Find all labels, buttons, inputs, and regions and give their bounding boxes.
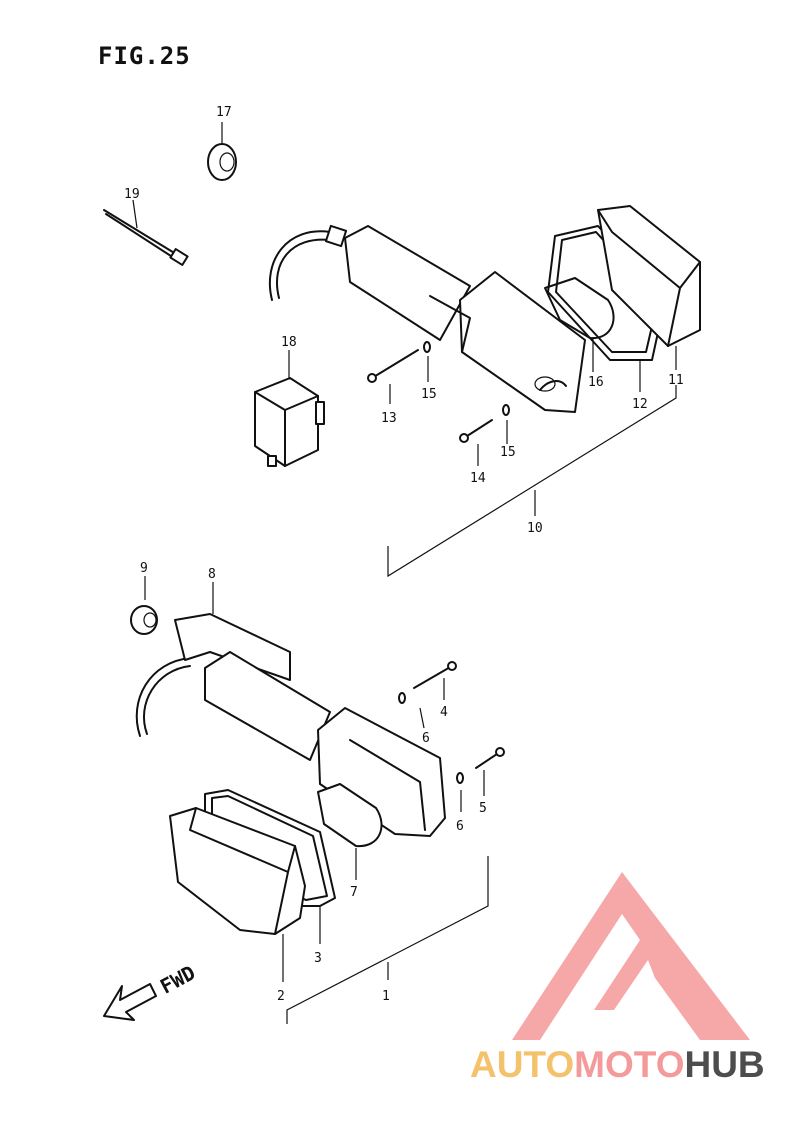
figure-title: FIG.25 (98, 42, 191, 70)
callout-labels: 17 19 18 13 15 14 15 16 12 11 10 9 8 4 6… (124, 105, 684, 1004)
part-1-bracket (286, 856, 489, 1024)
callout-17: 17 (216, 105, 232, 120)
watermark-brand: AUTOMOTOHUB (470, 1044, 765, 1086)
part-7-bulb (317, 783, 383, 880)
callout-4: 4 (440, 705, 448, 720)
callout-12: 12 (632, 397, 648, 412)
part-14-screw (459, 419, 493, 466)
part-4-screw (413, 661, 457, 700)
callout-19: 19 (124, 187, 140, 202)
part-18-relay (254, 350, 325, 467)
forward-label: FWD (156, 960, 199, 998)
part-15b-washer (502, 404, 510, 444)
part-15a-washer (423, 341, 431, 382)
callout-15b: 15 (500, 445, 516, 460)
part-5-screw (475, 747, 505, 796)
callout-14: 14 (470, 471, 486, 486)
watermark-part-auto: AUTO (470, 1044, 575, 1085)
callout-11: 11 (668, 373, 684, 388)
part-11-lens (597, 205, 701, 370)
callout-5: 5 (479, 801, 487, 816)
callout-18: 18 (281, 335, 297, 350)
callout-13: 13 (381, 411, 397, 426)
part-2-lens (169, 807, 306, 982)
part-6b-washer (456, 772, 464, 812)
callout-9: 9 (140, 561, 148, 576)
callout-8: 8 (208, 567, 216, 582)
callout-7: 7 (350, 885, 358, 900)
part-6a-washer (398, 692, 425, 729)
part-12-gasket (547, 225, 666, 392)
watermark-part-hub: HUB (684, 1044, 765, 1085)
watermark-logo-icon (512, 872, 750, 1040)
callout-15a: 15 (421, 387, 437, 402)
callout-6a: 6 (422, 731, 430, 746)
part-19-cable-tie (103, 199, 189, 266)
callout-2: 2 (277, 989, 285, 1004)
part-17-nut (207, 122, 237, 181)
callout-10: 10 (527, 521, 543, 536)
rear-signal-housing (268, 224, 586, 413)
callout-6b: 6 (456, 819, 464, 834)
callout-1: 1 (382, 989, 390, 1004)
watermark-part-moto: MOTO (574, 1044, 685, 1085)
part-8-housing (135, 582, 446, 837)
part-10-bracket (387, 385, 677, 578)
callout-16: 16 (588, 375, 604, 390)
callout-3: 3 (314, 951, 322, 966)
forward-arrow-icon (103, 983, 157, 1021)
part-13-screw (367, 349, 419, 404)
part-9-nut (130, 576, 158, 635)
